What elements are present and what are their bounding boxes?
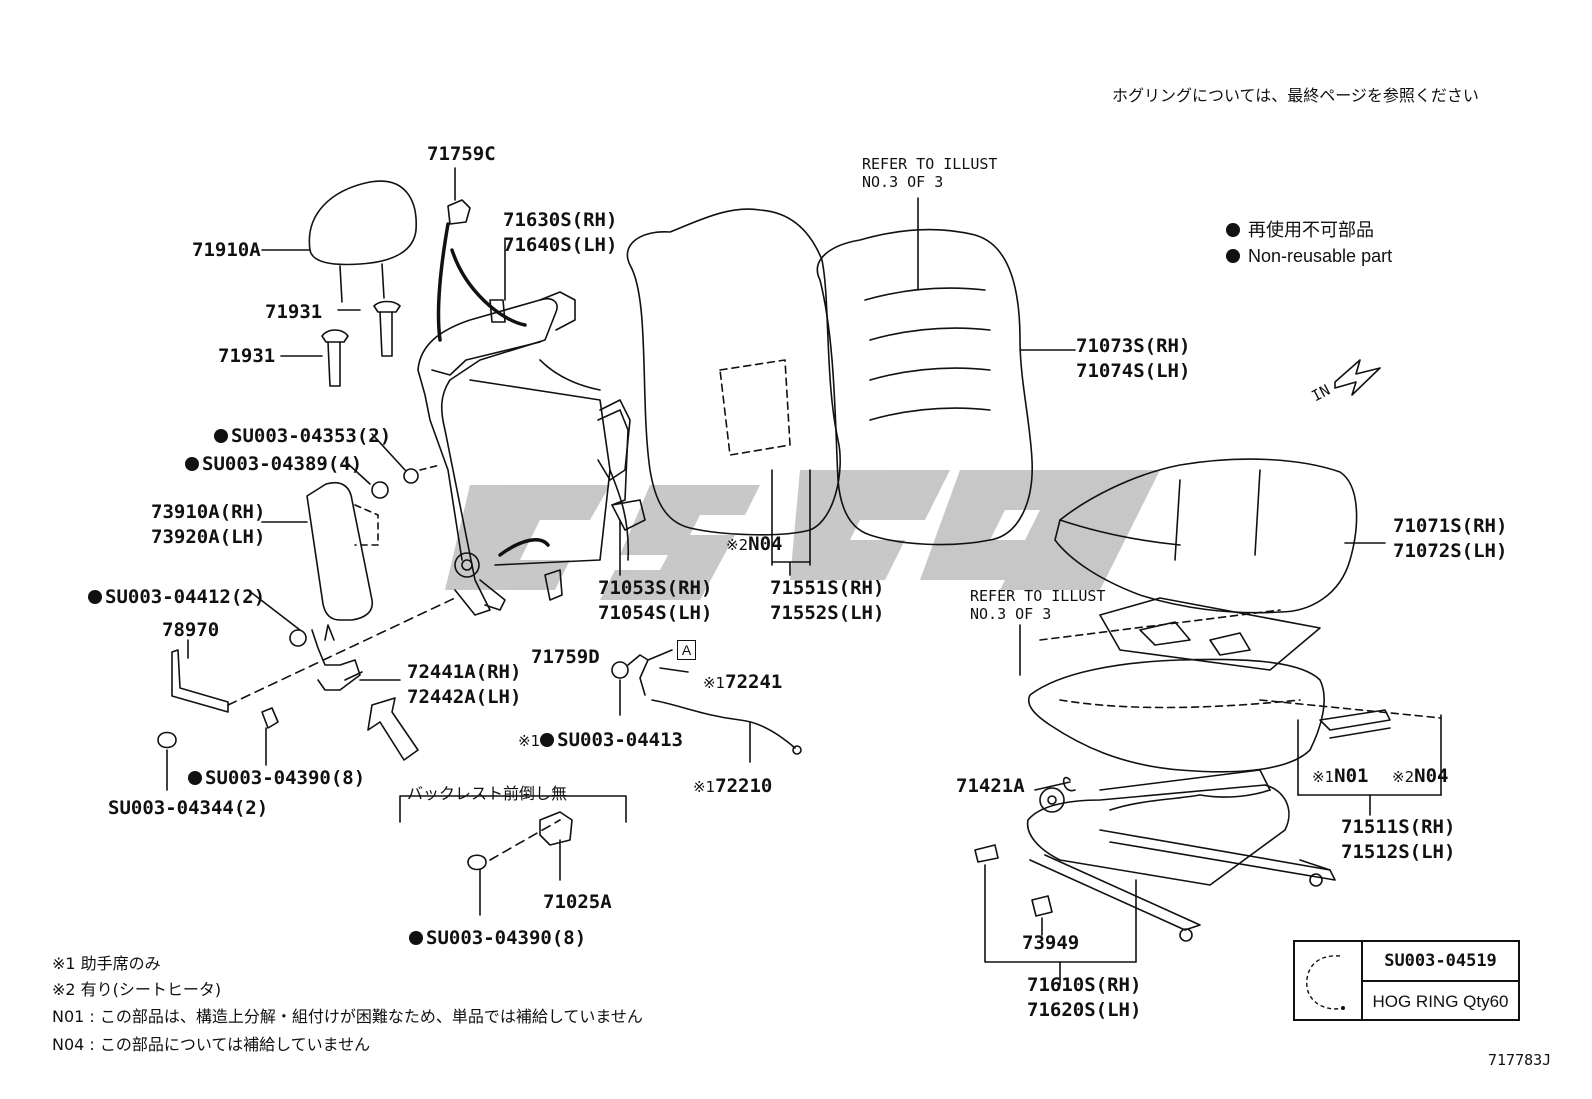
- footnote-n04: N04 : この部品については補給していません: [52, 1035, 371, 1054]
- part-71025A: 71025A: [543, 891, 612, 913]
- part-su003-04344: SU003-04344(2): [108, 797, 269, 819]
- part-71931-a: 71931: [265, 301, 323, 323]
- non-reusable-dot-icon: [188, 771, 202, 785]
- hog-ring-part: SU003-04519: [1384, 951, 1497, 971]
- hog-ring-icon: [1306, 955, 1345, 1010]
- hog-ring-box: SU003-04519 HOG RING Qty60: [1293, 940, 1520, 1021]
- note2-mark: ※2: [726, 536, 749, 554]
- part-71421A: 71421A: [956, 775, 1025, 797]
- non-reusable-dot-icon: [1226, 249, 1240, 263]
- part-73910A: 73910A(RH): [151, 501, 266, 523]
- part-su003-04390-b: SU003-04390(8): [409, 926, 586, 950]
- part-71072S: 71072S(LH): [1393, 540, 1508, 562]
- part-71053S: 71053S(RH): [598, 577, 713, 599]
- part-72241: ※172241: [703, 670, 782, 695]
- part-n04-a-text: N04: [748, 533, 783, 555]
- part-su003-04390-a-text: SU003-04390(8): [205, 767, 366, 789]
- part-su003-04413: ※1 SU003-04413: [518, 728, 683, 753]
- non-reusable-dot-icon: [185, 457, 199, 471]
- note1-mark: ※1: [1312, 768, 1335, 786]
- part-72441A: 72441A(RH): [407, 661, 522, 683]
- part-71910A: 71910A: [192, 239, 261, 261]
- part-71512S: 71512S(LH): [1341, 841, 1456, 863]
- part-71552S: 71552S(LH): [770, 602, 885, 624]
- non-reusable-dot-icon: [88, 590, 102, 604]
- part-72442A: 72442A(LH): [407, 686, 522, 708]
- non-reusable-dot-icon: [1226, 223, 1240, 237]
- note2-mark: ※2: [1392, 768, 1415, 786]
- note1-mark: ※1: [693, 778, 716, 796]
- part-n04-b-text: N04: [1414, 765, 1449, 787]
- part-71610S: 71610S(RH): [1027, 974, 1142, 996]
- legend-jp: 再使用不可部品: [1226, 218, 1374, 242]
- part-73949: 73949: [1022, 932, 1080, 954]
- backrest-note: バックレスト前倒し無: [407, 784, 568, 803]
- part-n01-text: N01: [1334, 765, 1369, 787]
- hog-ring-desc: HOG RING Qty60: [1372, 992, 1509, 1011]
- footnote-2: ※2 有り(シートヒータ): [52, 980, 222, 999]
- refer-illust-line2-top: NO.3 OF 3: [862, 173, 944, 191]
- footnote-1: ※1 助手席のみ: [52, 954, 161, 973]
- non-reusable-dot-icon: [540, 733, 555, 747]
- header-note: ホグリングについては、最終ページを参照ください: [1112, 86, 1479, 105]
- part-su003-04389: SU003-04389(4): [185, 452, 362, 476]
- non-reusable-dot-icon: [214, 429, 228, 443]
- part-71074S: 71074S(LH): [1076, 360, 1191, 382]
- part-su003-04390-a: SU003-04390(8): [188, 766, 365, 790]
- part-72210: ※172210: [693, 774, 772, 799]
- part-71054S: 71054S(LH): [598, 602, 713, 624]
- part-71551S: 71551S(RH): [770, 577, 885, 599]
- legend-en-text: Non-reusable part: [1248, 246, 1393, 266]
- part-72241-text: 72241: [725, 671, 783, 693]
- part-su003-04412-text: SU003-04412(2): [105, 586, 266, 608]
- part-71630S: 71630S(RH): [503, 209, 618, 231]
- footnote-n01: N01 : この部品は、構造上分解・組付けが困難なため、単品では補給していません: [52, 1007, 643, 1026]
- legend-jp-text: 再使用不可部品: [1248, 220, 1374, 240]
- refer-illust-line1-bottom: REFER TO ILLUST: [970, 587, 1106, 605]
- hog-ring-divider-h: [1361, 980, 1518, 982]
- part-71620S: 71620S(LH): [1027, 999, 1142, 1021]
- part-n01: ※1N01: [1312, 764, 1368, 789]
- non-reusable-dot-icon: [409, 931, 423, 945]
- part-su003-04389-text: SU003-04389(4): [202, 453, 363, 475]
- part-su003-04412: SU003-04412(2): [88, 585, 265, 609]
- part-n04-b: ※2N04: [1392, 764, 1448, 789]
- callout-box-a: A: [677, 640, 696, 660]
- watermark: [445, 470, 1160, 600]
- part-71931-b: 71931: [218, 345, 276, 367]
- refer-illust-line2-bottom: NO.3 OF 3: [970, 605, 1052, 623]
- part-71640S: 71640S(LH): [503, 234, 618, 256]
- part-n04-a: ※2N04: [726, 532, 782, 557]
- refer-illust-line1-top: REFER TO ILLUST: [862, 155, 998, 173]
- part-73920A: 73920A(LH): [151, 526, 266, 548]
- part-71759C: 71759C: [427, 143, 496, 165]
- part-71073S: 71073S(RH): [1076, 335, 1191, 357]
- part-71759D: 71759D: [531, 646, 600, 668]
- part-71511S: 71511S(RH): [1341, 816, 1456, 838]
- drawing-id: 717783J: [1488, 1051, 1552, 1069]
- note1-mark: ※1: [518, 732, 541, 750]
- part-su003-04413-text: SU003-04413: [557, 729, 683, 751]
- part-72210-text: 72210: [715, 775, 773, 797]
- part-78970: 78970: [162, 619, 220, 641]
- part-su003-04353: SU003-04353(2): [214, 424, 391, 448]
- part-su003-04353-text: SU003-04353(2): [231, 425, 392, 447]
- note1-mark: ※1: [703, 674, 726, 692]
- part-su003-04390-b-text: SU003-04390(8): [426, 927, 587, 949]
- part-71071S: 71071S(RH): [1393, 515, 1508, 537]
- legend-en: Non-reusable part: [1226, 244, 1392, 268]
